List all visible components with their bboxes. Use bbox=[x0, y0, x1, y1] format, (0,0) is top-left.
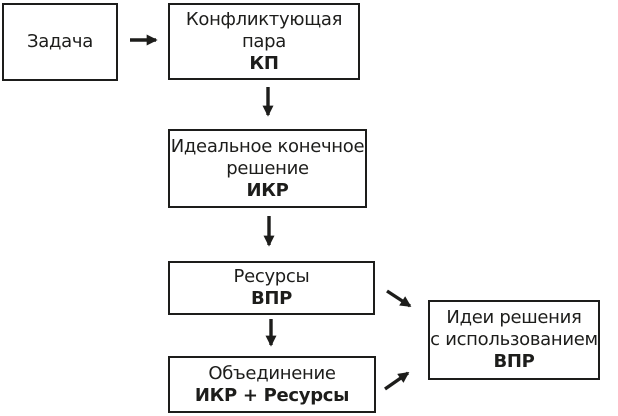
node-ideal-final-result-line2: решение bbox=[226, 157, 309, 179]
node-combination-line1: Объединение bbox=[208, 362, 336, 384]
node-task: Задача bbox=[2, 3, 118, 81]
node-task-label: Задача bbox=[27, 31, 93, 52]
node-conflicting-pair-line1: Конфликтующая bbox=[185, 8, 343, 30]
node-solution-ideas: Идеи решения с использованием ВПР bbox=[428, 300, 600, 380]
arrow-resources-to-solution-ideas bbox=[386, 289, 412, 308]
node-conflicting-pair-line2: пара bbox=[241, 30, 287, 52]
node-resources-line1: Ресурсы bbox=[233, 266, 310, 287]
node-combination: Объединение ИКР + Ресурсы bbox=[168, 356, 376, 413]
node-ideal-final-result-abbr: ИКР bbox=[246, 179, 289, 201]
node-ideal-final-result: Идеальное конечное решение ИКР bbox=[168, 129, 367, 208]
arrow-combination-to-solution-ideas bbox=[384, 371, 410, 391]
node-conflicting-pair-abbr: КП bbox=[249, 52, 279, 74]
node-solution-ideas-line2: с использованием bbox=[430, 329, 598, 350]
node-solution-ideas-line1: Идеи решения bbox=[446, 307, 582, 328]
node-resources-abbr: ВПР bbox=[250, 288, 293, 309]
node-ideal-final-result-line1: Идеальное конечное bbox=[170, 135, 365, 157]
node-conflicting-pair: Конфликтующая пара КП bbox=[168, 3, 360, 80]
node-resources: Ресурсы ВПР bbox=[168, 261, 375, 315]
node-combination-abbr: ИКР + Ресурсы bbox=[194, 384, 350, 406]
node-solution-ideas-abbr: ВПР bbox=[493, 351, 535, 372]
